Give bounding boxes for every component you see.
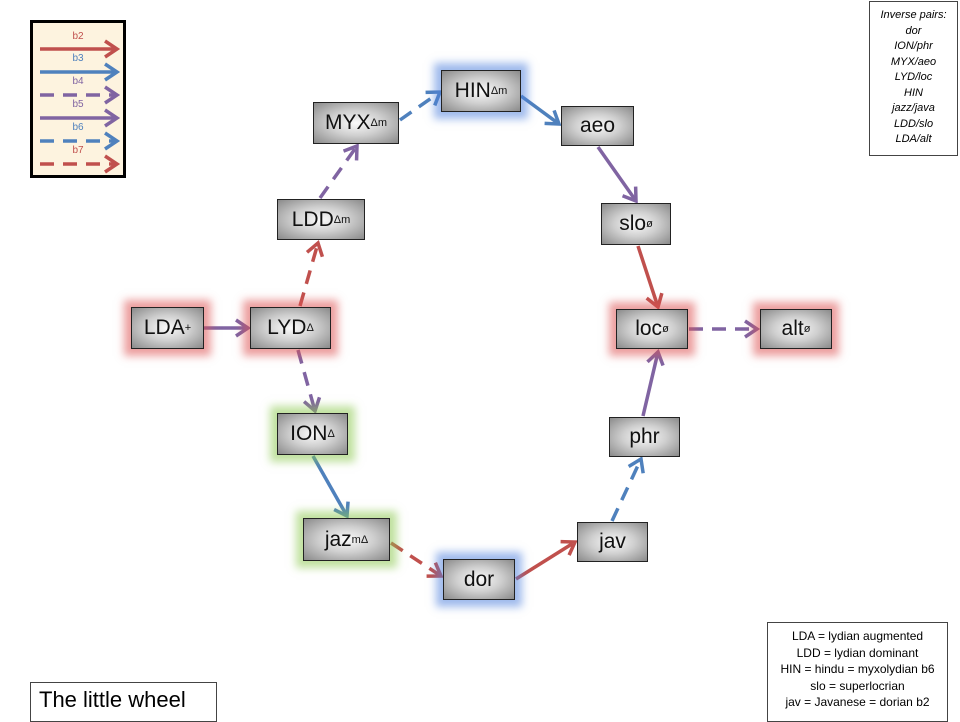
legend-label-b5: b5 [72,99,84,110]
legend-arrow-b7 [40,154,121,174]
node-label: HIN [454,79,491,102]
edge-MYX-HIN [398,90,443,122]
node-sub: Δm [333,213,351,226]
inverse-pair: jazz/java [892,102,935,114]
legend-arrows [40,39,121,174]
node-sub: + [184,322,192,334]
edge-loc-alt [689,319,761,339]
node-label: alt [781,317,804,340]
inverse-pairs-box: Inverse pairs: dor ION/phr MYX/aeo LYD/l… [869,1,958,156]
node-label: phr [629,425,660,448]
edge-dor-jav [515,539,578,581]
node-label: LYD [267,316,307,339]
node-label: LDA [143,316,185,339]
node-dor: dor [443,559,515,600]
edge-phr-loc [641,348,665,417]
node-label: loc [635,317,663,340]
node-label: dor [463,567,495,591]
edge-LDD-MYX [318,143,359,200]
edge-slo-loc [636,245,664,310]
legend-label-b4: b4 [72,76,84,87]
node-phr: phr [609,417,680,457]
node-label: jaz [324,527,352,551]
inverse-pair: LYD/loc [894,71,933,83]
abbreviation: jav = Javanese = dorian b2 [785,695,930,709]
edge-aeo-slo [596,145,638,204]
legend-label-b6: b6 [72,122,84,133]
legend-label-b2: b2 [72,31,84,42]
legend-label-b3: b3 [72,53,84,64]
legend-arrow-b4 [40,85,121,105]
edge-jav-phr [610,456,645,522]
edge-ION-jaz [311,455,350,519]
node-LDA: LDA+ [131,307,204,349]
legend-arrow-b6 [40,131,121,151]
node-label: aeo [579,114,616,137]
inverse-pair: LDA/alt [895,133,932,145]
abbreviation: HIN = hindu = myxolydian b6 [780,662,935,676]
node-label: MYX [324,111,371,134]
edge-LYD-LDD [298,239,325,307]
edge-LYD-ION [296,349,322,415]
diagram-title: The little wheel [30,682,217,722]
edge-LDA-LYD [204,318,252,338]
node-label: ION [290,422,328,445]
node-sub: Δm [490,85,508,97]
node-sub: ø [662,323,669,335]
node-sub: Δ [327,428,335,440]
interval-legend: b2 b3 b4 b5 b6 b7 [30,20,126,178]
abbreviation: LDD = lydian dominant [796,645,919,660]
node-sub: Δm [370,117,388,129]
node-sub: mΔ [351,533,369,546]
legend-arrow-b2 [40,39,121,59]
node-label: LDD [291,207,334,231]
legend-arrow-b5 [40,108,121,128]
edge-jaz-dor [390,541,444,578]
inverse-pair: MYX/aeo [890,55,937,68]
legend-label-b7: b7 [72,145,84,156]
inverse-pairs-title: Inverse pairs: [880,9,947,21]
node-sub: ø [803,323,811,335]
node-sub: Δ [306,322,314,334]
inverse-pair: HIN [904,86,923,99]
abbreviation: slo = superlocrian [810,678,905,693]
inverse-pair: LDD/slo [893,117,934,130]
node-aeo: aeo [561,106,634,146]
node-label: slo [619,212,647,235]
legend-arrow-b3 [40,62,121,82]
abbreviations-box: LDA = lydian augmented LDD = lydian domi… [767,622,948,722]
inverse-pair: ION/phr [894,40,933,52]
node-jav: jav [577,522,648,562]
edge-HIN-aeo [519,94,562,126]
inverse-pair: dor [905,24,922,37]
node-sub: ø [646,218,653,230]
abbreviation: LDA = lydian augmented [791,629,924,643]
node-label: jav [599,530,626,553]
